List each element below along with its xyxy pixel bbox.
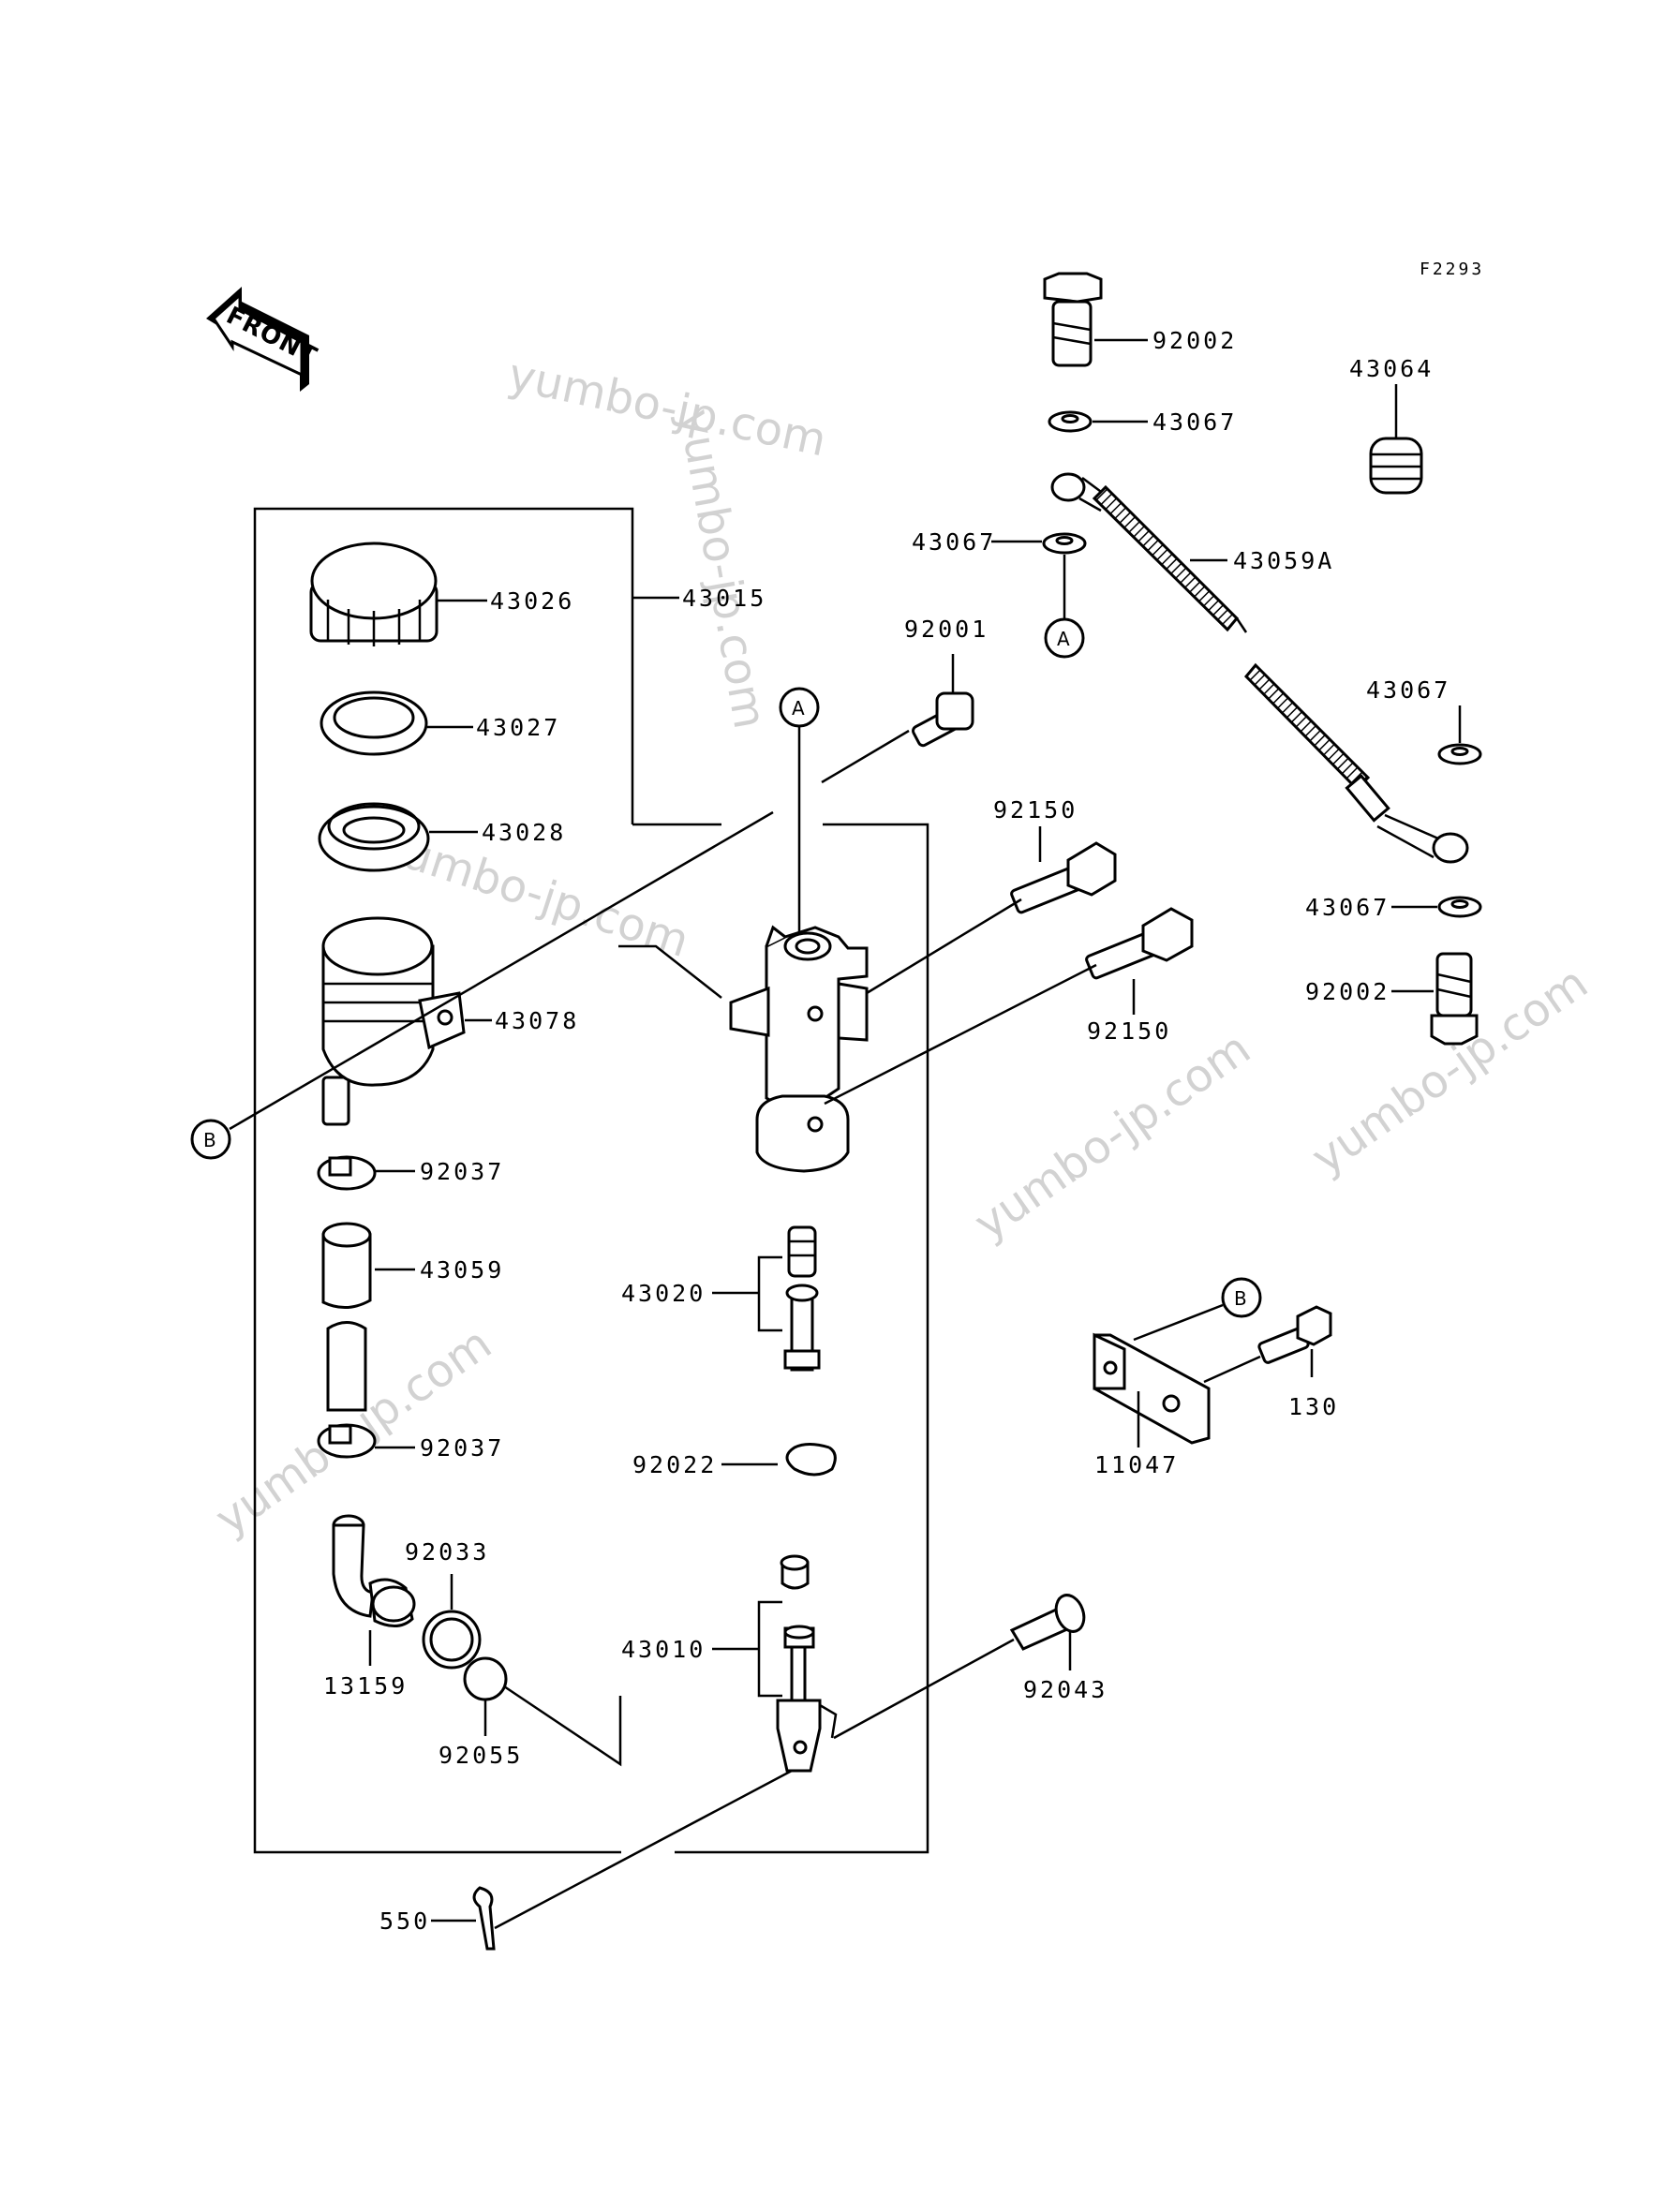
diaphragm [318, 802, 430, 872]
front-arrow-icon: FRONT [206, 287, 321, 392]
part-label: 92002 [1305, 978, 1390, 1005]
part-label: 92150 [993, 796, 1078, 824]
bolt [1010, 841, 1117, 914]
washer [1437, 743, 1482, 765]
part-label: 92001 [904, 616, 989, 643]
part-label: 43067 [912, 528, 996, 556]
bolt [912, 691, 974, 748]
diaphragm-plate [320, 690, 428, 756]
elbow-fitting [332, 1514, 416, 1627]
watermark: yumbo-jp.com [504, 349, 831, 468]
reservoir-hose [321, 1222, 372, 1412]
part-label: 43010 [621, 1636, 706, 1663]
hose-clamp [317, 1155, 377, 1191]
part-label: 43059A [1233, 547, 1334, 574]
callout-b: B [203, 1129, 216, 1151]
watermark: yumbo-jp.com [965, 1022, 1260, 1251]
part-label: 43027 [476, 714, 560, 741]
bolt [1257, 1305, 1332, 1364]
valve-set [783, 1225, 821, 1372]
part-label: 92002 [1152, 327, 1237, 354]
part-label: 92055 [439, 1742, 523, 1769]
part-label: 43064 [1349, 355, 1434, 382]
part-label: 130 [1288, 1393, 1339, 1420]
part-label: 43059 [420, 1256, 504, 1284]
part-label: 92043 [1023, 1676, 1108, 1703]
bolt [1085, 907, 1194, 980]
figure-code: F2293 [1420, 260, 1484, 279]
banjo-bolt-bottom [1430, 952, 1479, 1046]
assembly-box [253, 507, 929, 1854]
part-label: 92022 [632, 1451, 717, 1478]
cotter-pin [472, 1886, 496, 1951]
piston-assembly [776, 1554, 838, 1773]
part-label: 43067 [1366, 676, 1450, 704]
reservoir-cap [309, 542, 439, 646]
o-ring [463, 1656, 508, 1701]
washer [1437, 896, 1482, 918]
part-label: 92037 [420, 1434, 504, 1462]
circlip [422, 1610, 482, 1670]
grommet [1369, 437, 1423, 495]
banjo-bolt-top [1043, 272, 1103, 367]
washer [1048, 410, 1093, 433]
part-label: 11047 [1094, 1451, 1179, 1478]
part-label: 92150 [1087, 1017, 1171, 1045]
part-label: 43067 [1305, 894, 1390, 921]
brake-hose [1050, 472, 1469, 864]
part-label: 43028 [482, 819, 566, 846]
washer [1042, 532, 1087, 555]
part-label: 43078 [495, 1007, 579, 1034]
snap-ring [785, 1443, 837, 1477]
callout-b: B [1234, 1287, 1247, 1310]
part-label: 550 [379, 1908, 430, 1935]
master-cylinder [618, 925, 869, 1173]
reservoir [321, 916, 466, 1126]
bracket [1093, 1332, 1211, 1445]
part-label: 92037 [420, 1158, 504, 1185]
part-label: 43026 [490, 587, 574, 615]
callout-a: A [792, 697, 805, 720]
clevis-pin [1009, 1594, 1086, 1651]
callout-a: A [1057, 628, 1070, 650]
part-label: 13159 [323, 1672, 408, 1700]
part-label: 43020 [621, 1280, 706, 1307]
hose-clamp [317, 1423, 377, 1459]
part-label: 43015 [682, 585, 766, 612]
part-label: 92033 [405, 1538, 489, 1566]
part-label: 43067 [1152, 408, 1237, 436]
